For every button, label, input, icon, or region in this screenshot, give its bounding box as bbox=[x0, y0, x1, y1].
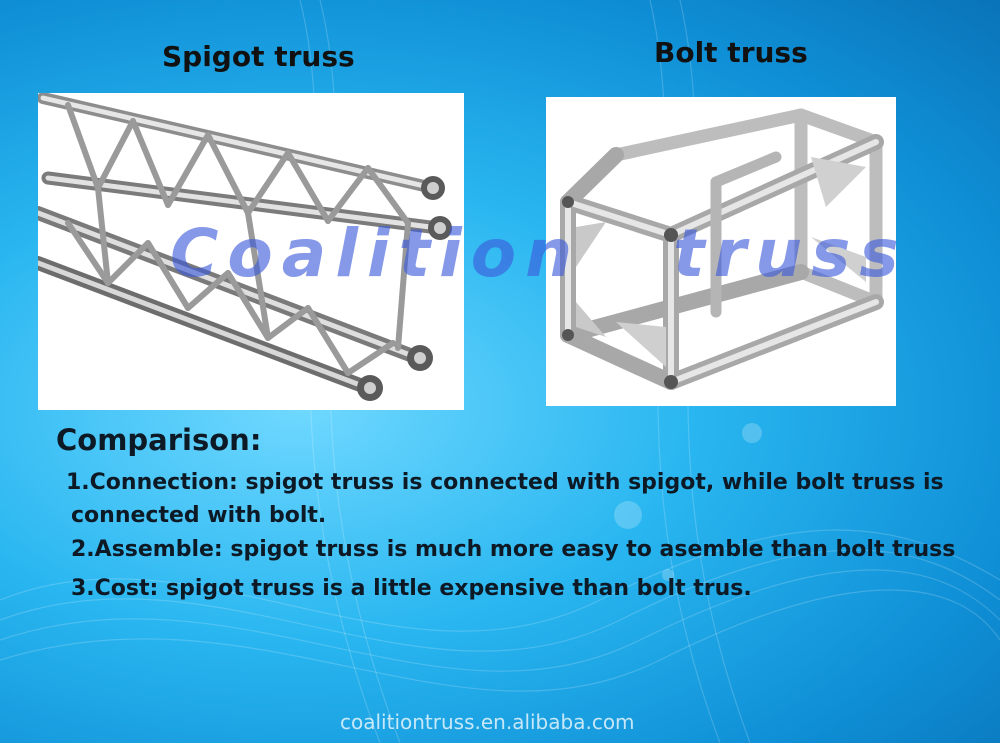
point-3: 3.Cost: spigot truss is a little expensi… bbox=[71, 576, 752, 601]
bolt-truss-drawing bbox=[560, 108, 884, 390]
watermark-word-1: Coalition bbox=[170, 215, 582, 292]
spigot-truss-drawing bbox=[38, 93, 452, 401]
point-1-line-2: connected with bolt. bbox=[71, 503, 327, 528]
footer-url: coalitiontruss.en.alibaba.com bbox=[340, 710, 635, 734]
bolt-truss-image bbox=[546, 97, 896, 406]
bolt-truss-title: Bolt truss bbox=[654, 36, 808, 69]
point-2: 2.Assemble: spigot truss is much more ea… bbox=[71, 537, 956, 562]
watermark: Coalition truss bbox=[170, 215, 899, 292]
spigot-truss-title: Spigot truss bbox=[162, 40, 355, 73]
spigot-truss-image bbox=[38, 93, 464, 410]
point-1-line-1: 1.Connection: spigot truss is connected … bbox=[66, 470, 944, 495]
comparison-heading: Comparison: bbox=[56, 423, 262, 457]
watermark-word-2: truss bbox=[673, 215, 908, 292]
